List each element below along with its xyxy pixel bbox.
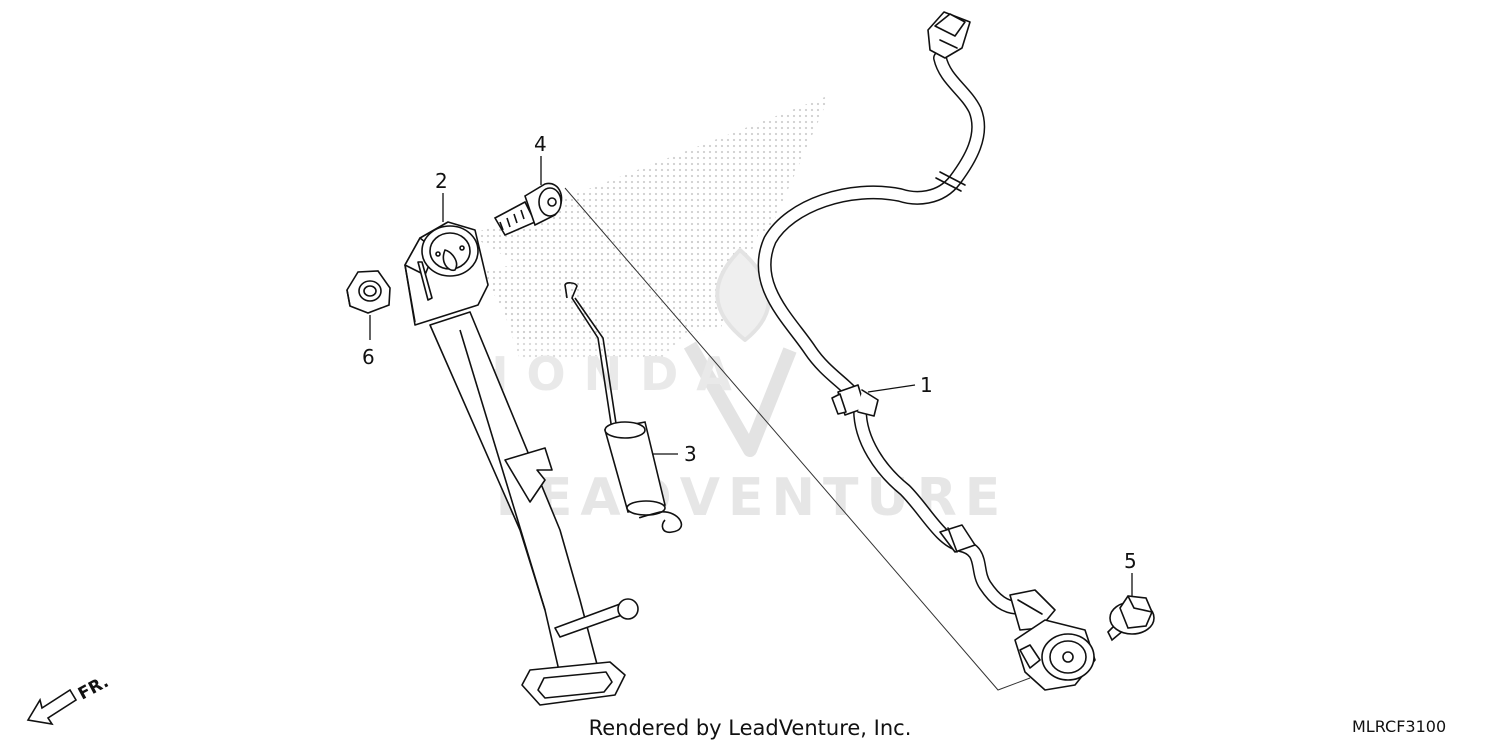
callout-number-1: 1 xyxy=(920,373,933,397)
pivot-bolt-part xyxy=(493,182,563,237)
front-indicator-label: FR. xyxy=(75,672,112,704)
callout-labels: 1 2 3 4 5 6 xyxy=(362,132,1137,573)
callout-number-3: 3 xyxy=(684,442,697,466)
lock-nut-part xyxy=(346,270,391,314)
callout-number-6: 6 xyxy=(362,345,375,369)
callout-number-5: 5 xyxy=(1124,549,1137,573)
side-stand-part xyxy=(404,221,639,706)
assembly-guide-line xyxy=(564,187,1031,691)
brand-wing-watermark xyxy=(470,95,830,360)
footer-credit: Rendered by LeadVenture, Inc. xyxy=(588,716,912,740)
brand-watermark-text: HONDA xyxy=(470,347,750,401)
callout-number-4: 4 xyxy=(534,132,547,156)
diagram-code: MLRCF3100 xyxy=(1352,717,1447,736)
front-arrow-icon xyxy=(26,688,78,726)
callout-leaders xyxy=(369,156,1133,597)
callout-number-2: 2 xyxy=(435,169,448,193)
flame-emblem-watermark xyxy=(683,248,797,457)
side-stand-spring-part xyxy=(564,282,683,534)
flange-bolt-part xyxy=(1107,595,1155,642)
side-stand-switch-part xyxy=(757,11,1096,691)
